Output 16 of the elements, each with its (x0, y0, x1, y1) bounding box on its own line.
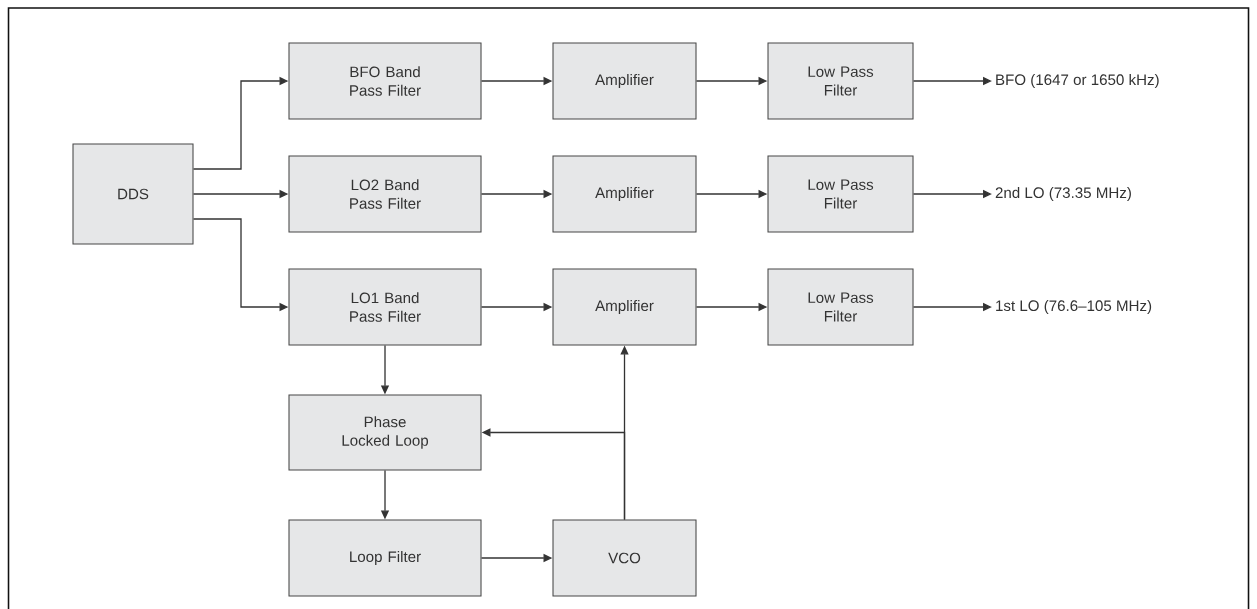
output-label: BFO (1647 or 1650 kHz) (996, 73, 1159, 89)
block-box: Low Pass Filter (767, 268, 914, 346)
output-label: 1st LO (76.6–105 MHz) (996, 300, 1152, 315)
block-box: BFO Band Pass Filter (288, 42, 482, 120)
block-box: VCO (552, 519, 697, 597)
block-box: LO1 Band Pass Filter (288, 268, 482, 346)
block-box: Phase Locked Loop (288, 394, 482, 471)
block-box: Amplifier (552, 155, 697, 233)
block-box: Loop Filter (288, 519, 482, 597)
block-box: Amplifier (552, 268, 697, 346)
block-box: Low Pass Filter (767, 155, 914, 233)
block-box: LO2 Band Pass Filter (288, 155, 482, 233)
block-box: Amplifier (552, 42, 697, 120)
block-box: DDS (72, 143, 194, 245)
output-label: 2nd LO (73.35 MHz) (995, 186, 1131, 202)
block-box: Low Pass Filter (767, 42, 914, 120)
